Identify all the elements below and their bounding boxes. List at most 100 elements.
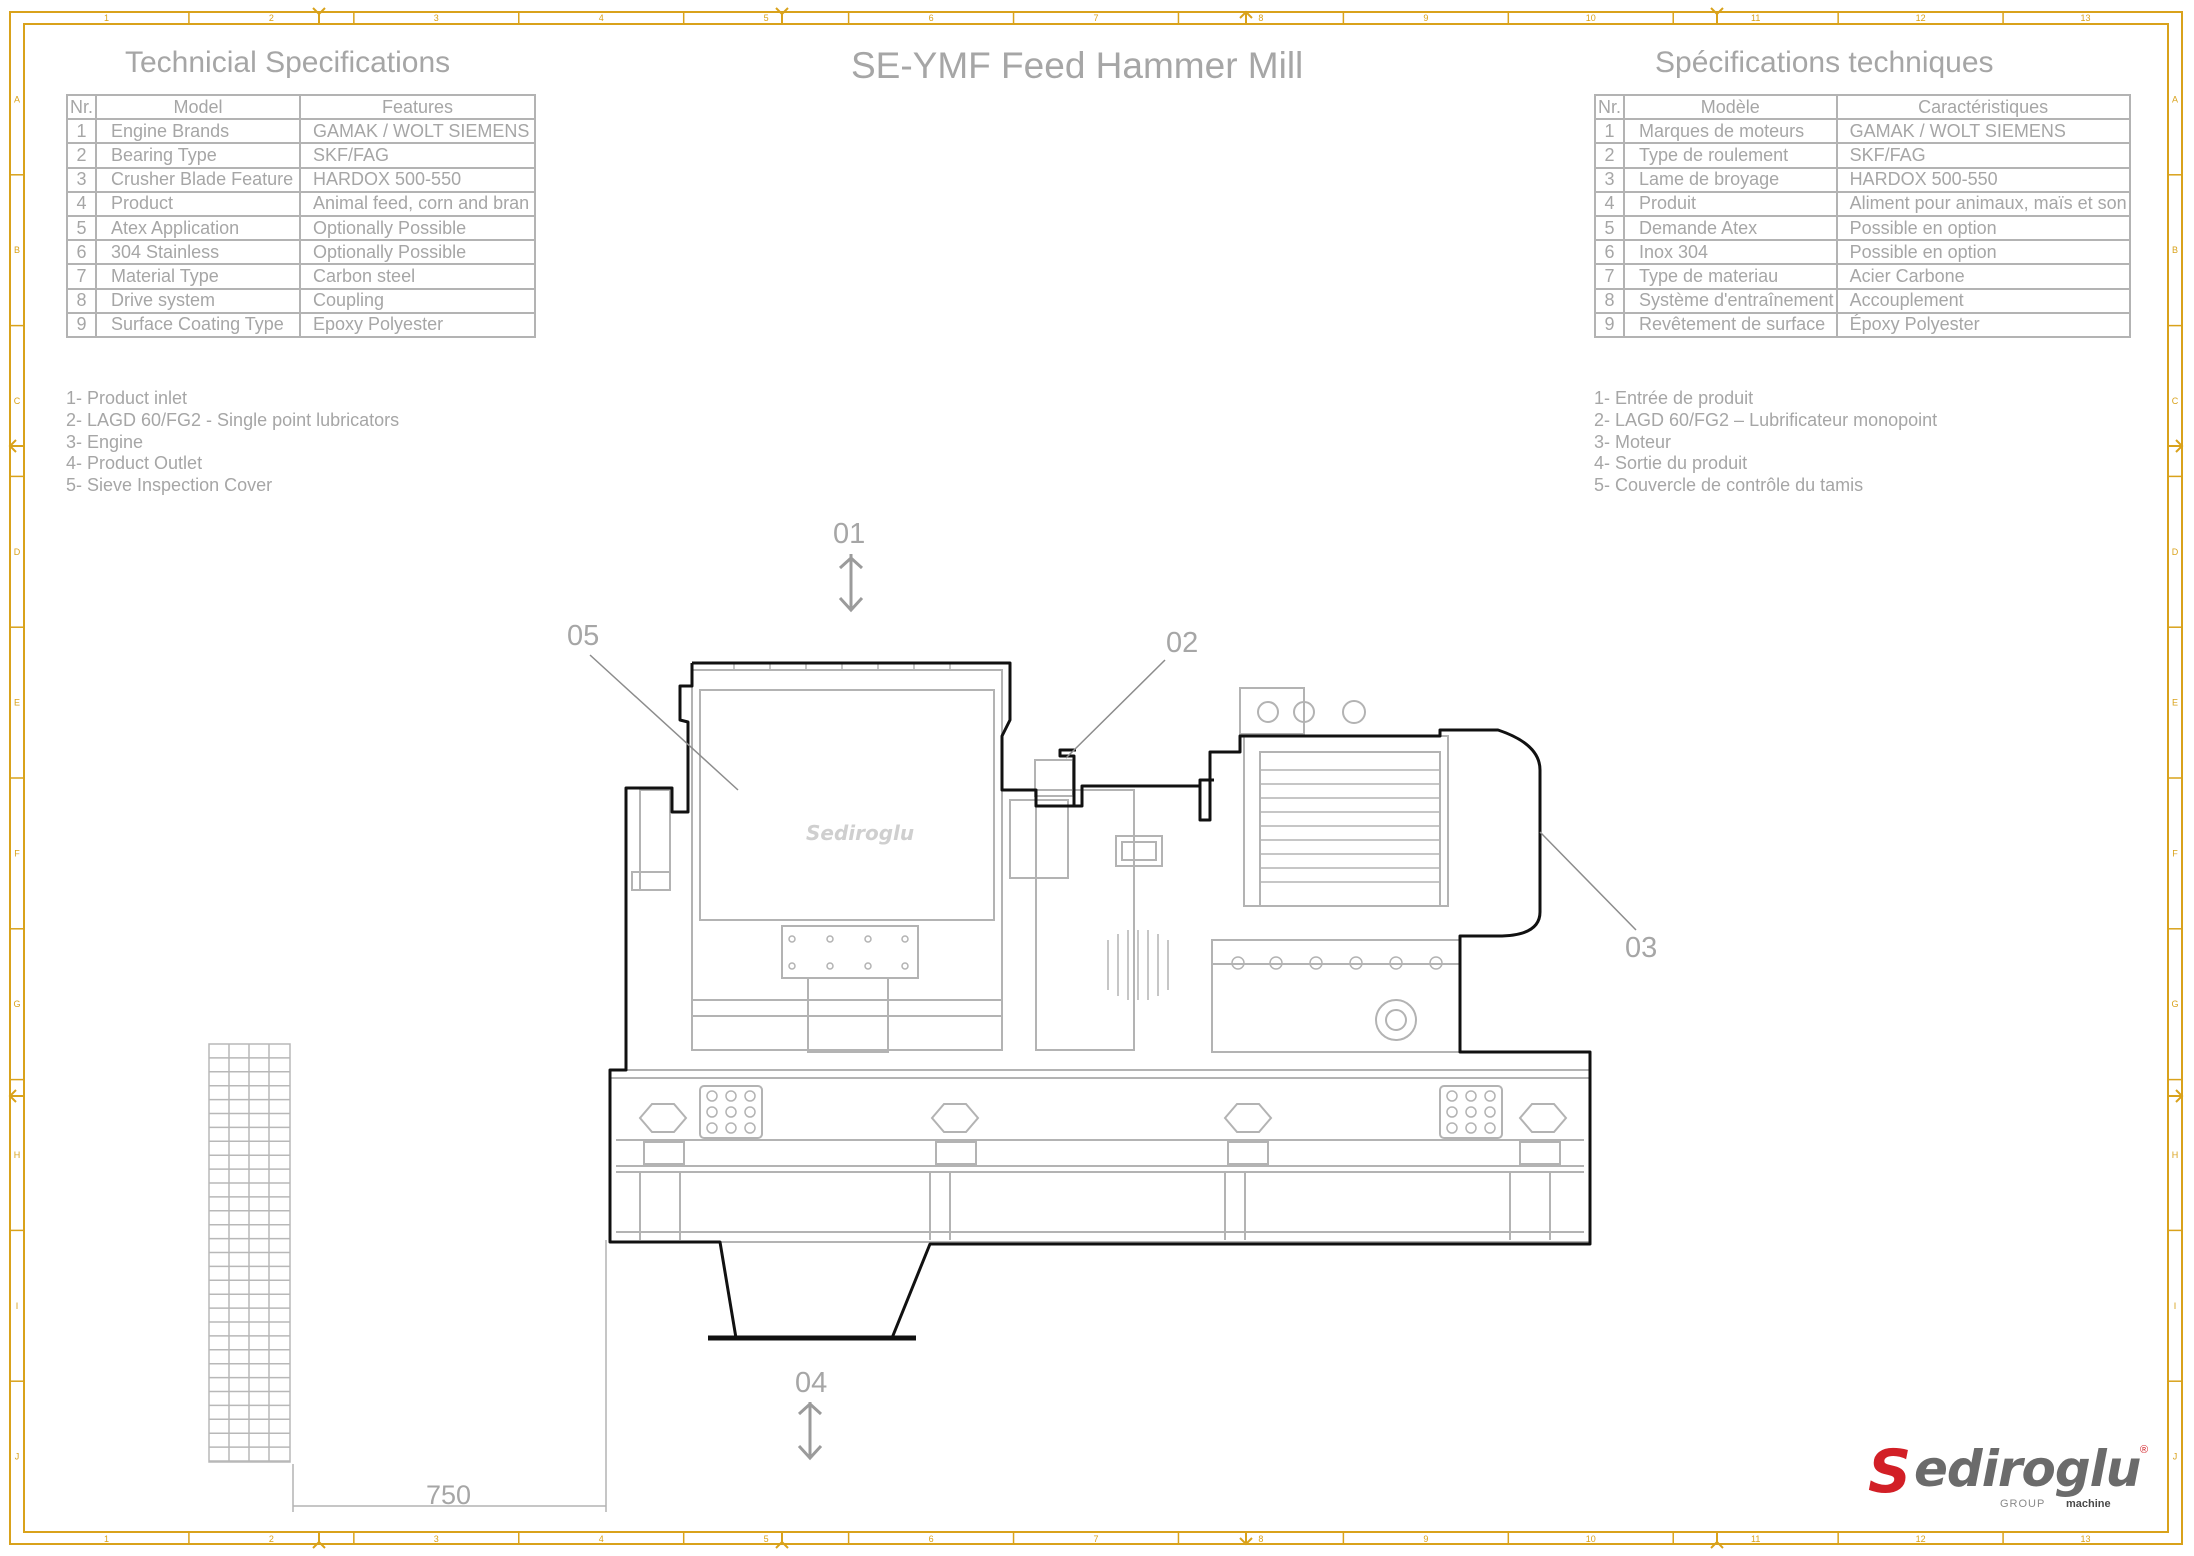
row-model: Système d'entraînement	[1623, 287, 1838, 314]
frame-zone-label: G	[13, 999, 20, 1009]
row-feature: HARDOX 500-550	[1835, 166, 2131, 193]
leader-lines	[589, 654, 1637, 931]
frame-zone-label: 1	[104, 13, 109, 23]
row-model: Surface Coating Type	[95, 311, 302, 338]
frame-zone-label: C	[14, 396, 21, 406]
row-model: Revêtement de surface	[1623, 311, 1838, 338]
row-number: 1	[1593, 118, 1626, 145]
frame-zone-label: 8	[1258, 13, 1263, 23]
frame-zone-label: 9	[1423, 1534, 1428, 1544]
frame-zone-label: 3	[434, 1534, 439, 1544]
table-header-row: Nr. Modèle Caractéristiques	[1593, 93, 2131, 121]
frame-zone-label: 9	[1423, 13, 1428, 23]
frame-zone-label: 1	[104, 1534, 109, 1544]
center-arrow-left	[8, 1089, 24, 1103]
dimension-line	[292, 1240, 607, 1512]
center-arrow-right-2	[2168, 439, 2184, 453]
col-nr: Nr.	[1593, 93, 1626, 121]
callout-01: 01	[833, 518, 866, 550]
sediroglu-logo: S ediroglu ® GROUP machine	[1868, 1437, 2148, 1510]
col-features: Caractéristiques	[1835, 93, 2131, 121]
row-feature: Aliment pour animaux, maïs et son	[1835, 190, 2131, 217]
callout-04: 04	[795, 1367, 828, 1399]
row-number: 9	[1593, 311, 1626, 338]
list-item: 1- Entrée de produit	[1594, 388, 1754, 408]
col-model: Modèle	[1623, 93, 1838, 121]
frame-zone-label: A	[14, 94, 20, 104]
row-feature: Optionally Possible	[299, 239, 536, 266]
notes-fr: 1- Entrée de produit 2- LAGD 60/FG2 – Lu…	[1594, 388, 1937, 497]
frame-zone-label: 7	[1093, 13, 1098, 23]
center-arrow-top-2	[312, 7, 326, 24]
list-item: 1- Product inlet	[66, 388, 188, 408]
row-feature: Acier Carbone	[1835, 263, 2131, 290]
frame-zone-label: 10	[1586, 13, 1596, 23]
center-arrow-bottom	[1239, 1532, 1253, 1546]
machine-outline	[608, 661, 1592, 1341]
frame-zone-label: 2	[269, 13, 274, 23]
frame-zone-label: 11	[1751, 13, 1760, 23]
frame-zone-label: I	[2174, 1301, 2177, 1311]
frame-zone-label: 11	[1751, 1534, 1760, 1544]
col-nr: Nr.	[65, 93, 98, 121]
frame-zone-label: 13	[2081, 1534, 2091, 1544]
frame-zone-label: A	[2172, 94, 2178, 104]
mill-plate-bolts	[788, 935, 909, 970]
frame-zone-label: J	[2173, 1452, 2178, 1462]
center-arrow-left-2	[8, 439, 24, 453]
row-model: Crusher Blade Feature	[95, 166, 302, 193]
frame-zone-label: 2	[269, 1534, 274, 1544]
row-model: Product	[95, 190, 302, 217]
center-arrow-right	[2168, 1089, 2184, 1103]
frame-zone-label: 5	[764, 13, 769, 23]
logo-word: ediroglu	[1914, 1440, 2141, 1498]
frame-zone-label: C	[2172, 396, 2179, 406]
frame-zone-label: 10	[1586, 1534, 1596, 1544]
center-arrow-top	[1239, 10, 1253, 24]
row-number: 5	[1593, 214, 1626, 242]
list-item: 5- Couvercle de contrôle du tamis	[1594, 475, 1864, 496]
row-number: 2	[65, 142, 98, 169]
frame-zone-label: G	[2171, 999, 2178, 1009]
spec-en-heading: Technicial Specifications	[125, 46, 451, 79]
callout-05: 05	[567, 620, 600, 652]
frame-zone-label: 12	[1916, 1534, 1926, 1544]
frame-zone-label: 4	[599, 13, 604, 23]
center-arrow-bottom-4	[1710, 1532, 1724, 1549]
col-model: Model	[95, 93, 302, 121]
table-header-row: Nr. Model Features	[65, 93, 536, 121]
row-feature: Carbon steel	[299, 263, 536, 290]
row-number: 7	[1593, 263, 1626, 290]
center-arrow-top-4	[1710, 7, 1724, 24]
notes-en: 1- Product inlet 2- LAGD 60/FG2 - Single…	[66, 388, 399, 497]
row-number: 5	[65, 214, 98, 242]
frame-zone-label: 3	[434, 13, 439, 23]
row-feature: Epoxy Polyester	[299, 311, 536, 338]
base-bolt-holes	[706, 1090, 1496, 1134]
row-feature: GAMAK / WOLT SIEMENS	[299, 118, 536, 145]
frame-zone-label: J	[15, 1452, 20, 1462]
inlet-arrow	[838, 554, 864, 613]
frame-zone-label: E	[2172, 698, 2178, 708]
logo-group: GROUP	[2000, 1498, 2046, 1510]
row-model: Lame de broyage	[1623, 166, 1838, 193]
logo-initial: S	[1868, 1437, 1912, 1507]
list-item: 4- Product Outlet	[66, 453, 203, 474]
row-model: Bearing Type	[95, 142, 302, 169]
outlet-arrow	[797, 1401, 823, 1461]
list-item: 3- Moteur	[1594, 431, 1672, 452]
row-feature: Possible en option	[1835, 214, 2131, 242]
wall-brick-pattern	[208, 1043, 291, 1463]
motor	[1211, 687, 1461, 1053]
